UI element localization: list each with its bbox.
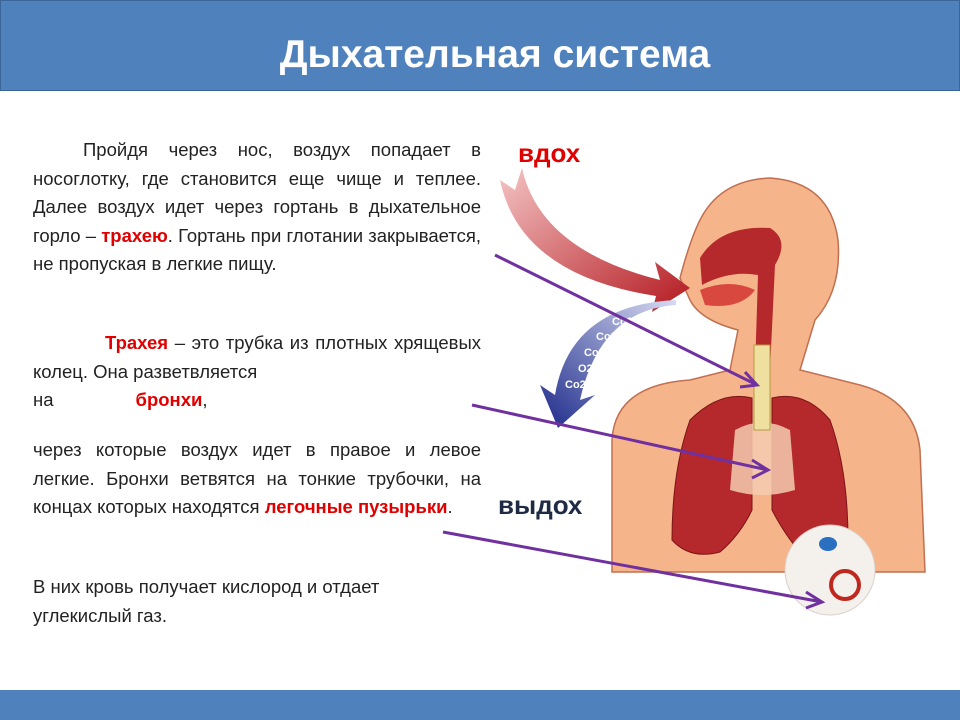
slide-footer (0, 690, 960, 720)
text: В них кровь получает кислород и отдает у… (33, 576, 380, 626)
svg-text:O2: O2 (640, 266, 655, 278)
pointer-lines (442, 253, 826, 610)
pointer-bronchi (471, 403, 772, 480)
text: на (33, 389, 54, 411)
text: – это трубка из плотных хрящевых колец. … (33, 332, 481, 382)
slide-header: Дыхательная система (0, 0, 960, 91)
svg-text:O2: O2 (558, 179, 573, 191)
paragraph-trachea: Трахея – это трубка из плотных хрящевых … (33, 329, 481, 415)
slide-title: Дыхательная система (279, 33, 711, 76)
pointer-trachea (494, 253, 761, 389)
text: . (447, 496, 453, 518)
paragraph-nose: Пройдя через нос, воздух попадает в носо… (33, 136, 481, 279)
trachea (753, 344, 771, 431)
svg-text:O2: O2 (578, 363, 593, 375)
text: Пройдя через нос, воздух попадает в носо… (33, 139, 481, 246)
svg-text:Co2: Co2 (596, 331, 617, 343)
text: . Гортань при глотании закрывается, не п… (33, 224, 481, 275)
term-bronchi: бронхи (135, 389, 203, 411)
term-trachea-2: Трахея (105, 332, 169, 353)
term-trachea: трахею (101, 224, 168, 246)
svg-text:O2: O2 (590, 246, 605, 258)
svg-text:O2: O2 (535, 187, 550, 199)
text: , (202, 389, 208, 411)
exhale-gases: Co2 Co2 Co2 O2 Co2 (565, 316, 633, 391)
svg-text:Co2: Co2 (565, 379, 586, 391)
inhale-label: вдох (518, 138, 581, 168)
exhale-label: выдох (498, 490, 583, 520)
term-alveoli: легочные пузырьки (264, 496, 448, 518)
paragraph-blood: В них кровь получает кислород и отдает у… (33, 573, 481, 630)
paragraph-bronchi: через которые воздух идет в правое и лев… (33, 436, 481, 522)
right-lung (671, 395, 753, 555)
svg-text:Co2: Co2 (612, 316, 633, 328)
pointer-alveoli (442, 530, 826, 610)
inhale-arrow (500, 168, 690, 312)
svg-text:O2: O2 (557, 203, 572, 215)
inhale-gases: O2 O2 O2 Co2 O2 O2 O2 (535, 179, 655, 278)
text: через которые воздух идет в правое и лев… (33, 439, 481, 518)
svg-text:Co2: Co2 (566, 227, 587, 239)
svg-text:Co2: Co2 (584, 347, 605, 359)
bronchial-tree (730, 422, 795, 495)
nasal-cavity (700, 227, 782, 370)
exhale-arrow (540, 300, 676, 428)
svg-text:O2: O2 (614, 256, 629, 268)
